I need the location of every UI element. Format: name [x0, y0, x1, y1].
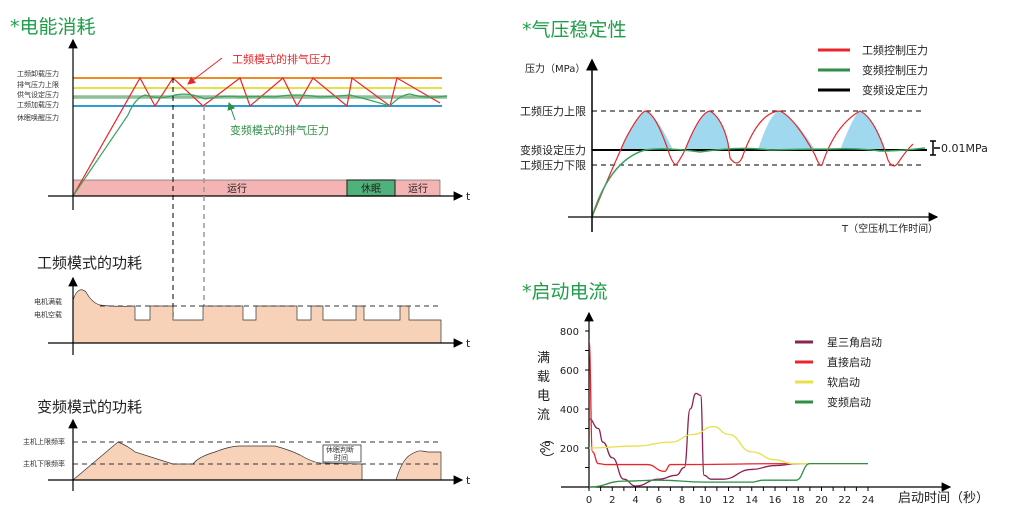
setpoint-label: 变频设定压力 — [520, 143, 586, 157]
level-label: 工频卸载压力 — [17, 69, 59, 78]
fixed-power-area — [72, 289, 442, 344]
legend-label: 软启动 — [827, 375, 860, 389]
series-line-3 — [588, 425, 868, 465]
status-run-2: 运行 — [408, 182, 428, 195]
sleep-judge-label: 时间 — [334, 453, 348, 462]
x-tick-label: 22 — [838, 495, 851, 506]
series-line-4 — [588, 462, 868, 488]
x-tick-label: 16 — [769, 495, 782, 506]
vfd-power-section: 变频模式的功耗 主机上限频率 主机下限频率 休眠判断 时间 t — [23, 398, 471, 491]
y-axis-label: 满载电流（%） — [536, 351, 554, 465]
vfd-power-title: 变频模式的功耗 — [37, 398, 142, 416]
red-annotation: 工频模式的排气压力 — [232, 52, 331, 66]
x-tick-label: 6 — [656, 495, 662, 506]
t-label: t — [466, 474, 471, 487]
full-load-label: 电机满载 — [34, 297, 62, 306]
series-line-2 — [588, 340, 810, 473]
pressure-y-label: 压力（MPa） — [525, 62, 585, 75]
green-annotation: 变频模式的排气压力 — [230, 123, 329, 137]
x-tick-label: 12 — [722, 495, 735, 506]
level-label: 排气压力上限 — [17, 80, 59, 89]
startup-title: *启动电流 — [522, 281, 608, 303]
no-load-label: 电机空载 — [34, 310, 62, 319]
t-label: t — [466, 337, 471, 350]
y-tick-label: 400 — [560, 405, 579, 416]
red-annotation-arrow — [187, 57, 223, 85]
energy-title: *电能消耗 — [10, 16, 96, 38]
x-tick-label: 2 — [609, 495, 615, 506]
x-tick-label: 8 — [679, 495, 685, 506]
x-tick-label: 18 — [792, 495, 805, 506]
x-tick-label: 4 — [632, 495, 638, 506]
status-sleep: 休眠 — [361, 183, 381, 195]
legend-label: 变频设定压力 — [862, 83, 928, 97]
level-label: 休眠唤醒压力 — [17, 113, 59, 122]
upper-limit-label: 工频压力上限 — [520, 104, 586, 118]
lower-limit-label: 工频压力下限 — [520, 158, 586, 172]
pressure-section: *气压稳定性 压力（MPa） T（空压机工作时间） 工频压力上限 变频设定压力 … — [520, 19, 988, 235]
fixed-power-title: 工频模式的功耗 — [37, 254, 142, 272]
status-run: 运行 — [227, 182, 247, 195]
legend-label: 工频控制压力 — [862, 43, 928, 57]
t-label: t — [466, 190, 471, 203]
upper-freq-label: 主机上限频率 — [23, 437, 65, 446]
x-tick-label: 14 — [745, 495, 758, 506]
green-annotation-arrow — [227, 102, 236, 121]
level-label: 工频加载压力 — [17, 100, 59, 109]
x-axis-label: 启动时间（秒） — [898, 491, 989, 506]
level-label: 供气设定压力 — [17, 90, 59, 99]
vfd-pressure-curve — [72, 93, 448, 197]
x-tick-label: 24 — [862, 495, 875, 506]
tolerance-label: 0.01MPa — [941, 142, 988, 155]
pressure-legend: 工频控制压力 变频控制压力 变频设定压力 — [818, 43, 928, 97]
fixed-freq-control-curve — [591, 110, 914, 218]
fixed-power-section: 工频模式的功耗 电机满载 电机空载 t — [34, 254, 471, 355]
pressure-title: *气压稳定性 — [522, 19, 627, 41]
tolerance-bracket-icon — [930, 140, 940, 156]
lower-freq-label: 主机下限频率 — [23, 459, 65, 468]
y-tick-label: 200 — [560, 444, 579, 455]
pressure-x-label: T（空压机工作时间） — [841, 222, 938, 235]
y-tick-label: 800 — [560, 327, 579, 338]
x-tick-label: 20 — [815, 495, 828, 506]
vfd-power-area — [72, 441, 442, 481]
energy-level-labels: 工频卸载压力 排气压力上限 供气设定压力 工频加载压力 休眠唤醒压力 — [17, 69, 59, 122]
energy-section: *电能消耗 运行 休眠 运行 工频卸载压力 排气压力上限 供气设定压力 工频加载… — [10, 16, 471, 320]
x-tick-label: 10 — [699, 495, 712, 506]
legend-label: 直接启动 — [827, 355, 871, 369]
pressure-overshoot-areas — [620, 111, 885, 150]
sleep-judge-box — [322, 444, 362, 463]
legend-label: 变频控制压力 — [862, 63, 928, 77]
vfd-control-curve — [591, 147, 926, 218]
legend-label: 星三角启动 — [827, 336, 882, 349]
sleep-judge-label: 休眠判断 — [326, 445, 354, 454]
legend-label: 变频启动 — [827, 395, 871, 409]
fixed-freq-pressure-curve — [72, 76, 441, 197]
x-tick-label: 0 — [586, 495, 592, 506]
y-tick-label: 600 — [560, 366, 579, 377]
series-line-1 — [588, 392, 799, 487]
